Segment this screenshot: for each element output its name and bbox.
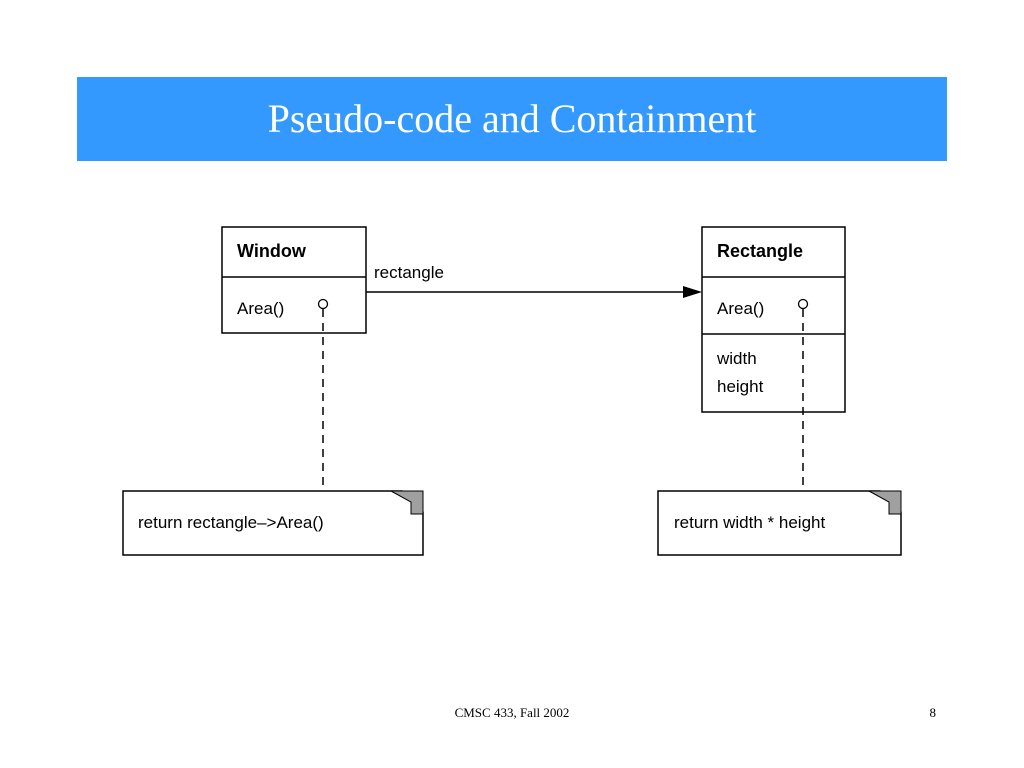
rectangle-class-operation: Area() xyxy=(717,299,764,318)
window-class-name: Window xyxy=(237,241,307,261)
page-number: 8 xyxy=(929,705,937,720)
title-bar: Pseudo-code and Containment xyxy=(77,77,947,161)
arrowhead-icon xyxy=(683,286,702,298)
rectangle-note-fold-icon xyxy=(868,490,902,515)
rectangle-class-name: Rectangle xyxy=(717,241,803,261)
slide-title: Pseudo-code and Containment xyxy=(267,96,757,141)
window-note-text: return rectangle–>Area() xyxy=(138,513,324,532)
window-class: Window Area() xyxy=(221,226,367,334)
rectangle-attribute-width: width xyxy=(716,349,757,368)
rectangle-attribute-height: height xyxy=(717,377,764,396)
rectangle-class: Rectangle Area() width height xyxy=(701,226,846,413)
window-class-operation: Area() xyxy=(237,299,284,318)
rectangle-note-anchor-icon xyxy=(797,298,809,310)
slide-footer: CMSC 433, Fall 2002 xyxy=(454,705,570,720)
rectangle-note-text: return width * height xyxy=(674,513,825,532)
association-arrow: rectangle xyxy=(366,263,702,298)
rectangle-note-box xyxy=(657,490,902,556)
rectangle-note: return width * height xyxy=(657,490,902,556)
window-note-anchor-icon xyxy=(317,298,329,310)
window-note-fold-icon xyxy=(390,490,424,515)
window-note: return rectangle–>Area() xyxy=(122,490,424,556)
rectangle-class-box xyxy=(701,226,846,413)
association-label: rectangle xyxy=(374,263,444,282)
window-class-box xyxy=(221,226,367,334)
window-note-box xyxy=(122,490,424,556)
